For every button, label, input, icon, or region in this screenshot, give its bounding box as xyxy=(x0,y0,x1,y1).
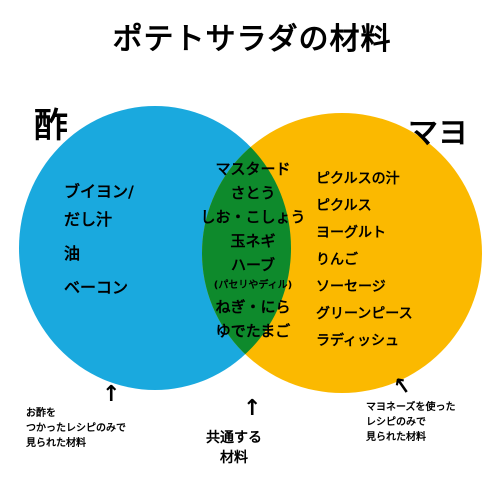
note-line: 見られた材料 xyxy=(26,438,86,449)
list-item: (パセリやディル) xyxy=(213,280,293,291)
list-item: ソーセージ xyxy=(316,279,386,295)
list-item: ピクルス xyxy=(316,198,372,214)
note-line: お酢を xyxy=(26,408,56,419)
arrow-up-icon: ↑ xyxy=(243,396,262,421)
diagram-title: ポテトサラダの材料 xyxy=(112,22,392,57)
list-item: ねぎ・にら xyxy=(215,298,291,316)
note-line: マヨネーズを使った xyxy=(366,402,456,413)
note-line: 材料 xyxy=(220,450,248,466)
list-item: 玉ネギ xyxy=(230,232,276,250)
left-set-items: ブイヨン/ だし汁 油 ベーコン xyxy=(64,178,134,302)
center-note: 共通する 材料 xyxy=(206,428,262,468)
right-set-items: ピクルスの汁 ピクルス ヨーグルト りんご ソーセージ グリーンピース ラディッ… xyxy=(316,166,413,355)
right-note: マヨネーズを使った レシピのみで 見られた材料 xyxy=(366,400,456,445)
list-item: さとう xyxy=(230,184,276,202)
note-line: つかったレシピのみで xyxy=(26,423,126,434)
note-line: レシピのみで xyxy=(366,417,426,428)
list-item: マスタード xyxy=(215,160,291,178)
list-item: ベーコン xyxy=(64,278,129,297)
list-item: ゆでたまご xyxy=(215,322,291,340)
list-item: 油 xyxy=(64,244,81,263)
list-item: ピクルスの汁 xyxy=(316,171,400,187)
list-item: ヨーグルト xyxy=(316,225,386,241)
arrow-up-icon: ↑ xyxy=(102,382,121,407)
list-item: グリーンピース xyxy=(316,306,413,322)
right-set-label: マヨ xyxy=(408,116,468,151)
list-item: しお・こしょう xyxy=(200,208,306,226)
overlap-items: マスタード さとう しお・こしょう 玉ネギ ハーブ (パセリやディル) ねぎ・に… xyxy=(196,157,310,343)
left-set-label: 酢 xyxy=(34,106,68,146)
list-item: ラディッシュ xyxy=(316,333,400,349)
list-item: ブイヨン/ xyxy=(64,182,134,201)
note-line: 共通する xyxy=(206,430,262,446)
left-note: お酢を つかったレシピのみで 見られた材料 xyxy=(26,406,126,451)
list-item: ハーブ xyxy=(230,256,276,274)
note-line: 見られた材料 xyxy=(366,432,426,443)
list-item: りんご xyxy=(316,252,358,268)
list-item: だし汁 xyxy=(64,210,113,229)
